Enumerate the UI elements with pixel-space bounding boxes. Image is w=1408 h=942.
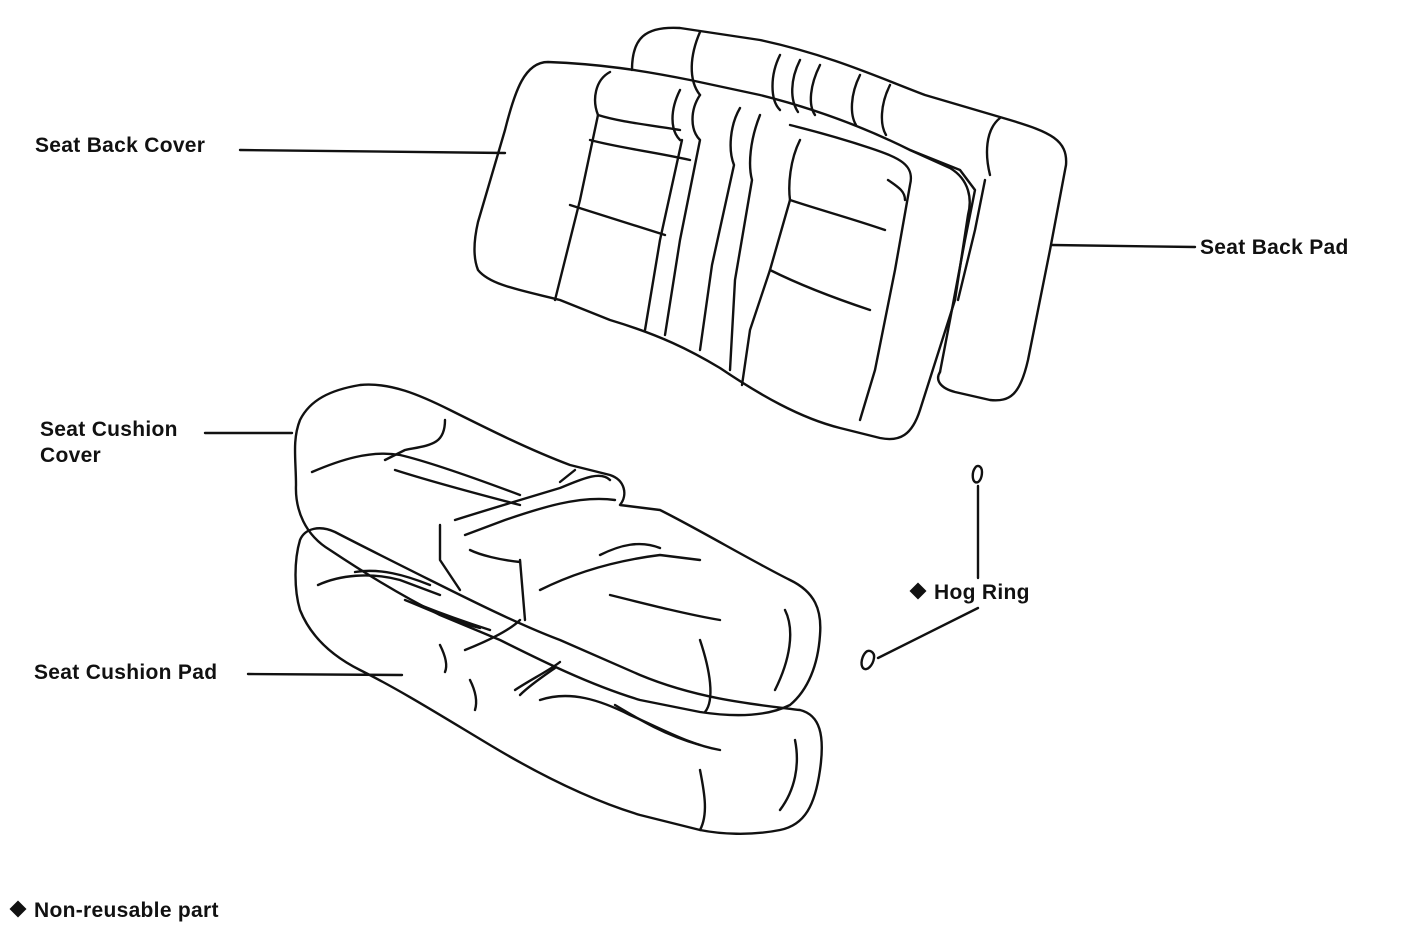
leader-seat-back-pad bbox=[1050, 243, 1197, 249]
label-seat-cushion-pad: Seat Cushion Pad bbox=[34, 661, 218, 684]
legend-diamond-icon bbox=[9, 900, 27, 918]
legend-non-reusable: Non-reusable part bbox=[9, 898, 219, 924]
legend-text: Non-reusable part bbox=[34, 899, 219, 922]
label-seat-cushion-cover-line2: Cover bbox=[40, 444, 102, 467]
hog-ring-bottom-icon bbox=[860, 649, 876, 671]
label-seat-back-cover: Seat Back Cover bbox=[35, 134, 206, 157]
label-seat-back-pad: Seat Back Pad bbox=[1200, 236, 1349, 259]
label-hog-ring-text: Hog Ring bbox=[934, 581, 1030, 604]
label-seat-cushion-cover-line1: Seat Cushion bbox=[40, 418, 178, 441]
non-reusable-diamond-icon bbox=[909, 582, 927, 600]
hog-ring-top-icon bbox=[971, 464, 984, 484]
seat-cushion-pad-shape bbox=[294, 527, 823, 835]
seat-back-cover-shape bbox=[473, 60, 971, 441]
leader-seat-cushion-pad bbox=[246, 672, 404, 677]
leader-hog-ring-bottom bbox=[876, 606, 980, 660]
label-seat-cushion-cover: Seat Cushion Cover bbox=[40, 417, 178, 469]
leader-seat-back-cover bbox=[238, 148, 507, 155]
seat-back-pad-shape bbox=[630, 26, 1068, 402]
seat-cushion-cover-shape bbox=[293, 383, 822, 717]
label-hog-ring: Hog Ring bbox=[909, 580, 1030, 606]
